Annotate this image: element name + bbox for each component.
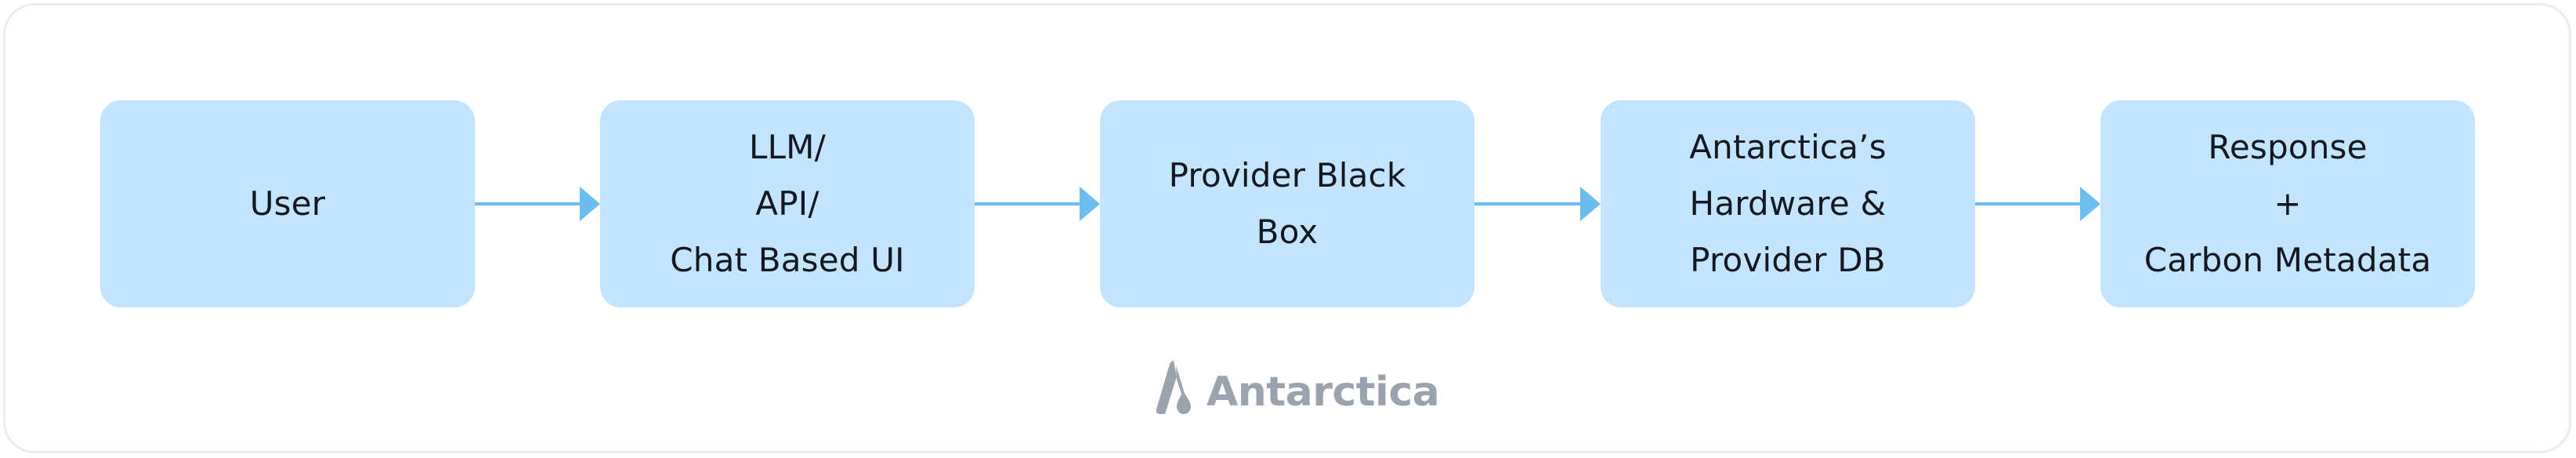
node-user: User <box>100 100 475 307</box>
node-response-label: Response + Carbon Metadata <box>2144 128 2432 279</box>
antarctica-logo-icon <box>1156 361 1191 414</box>
node-llm-api: LLM/ API/ Chat Based UI <box>600 100 975 307</box>
antarctica-logo: Antarctica <box>1155 356 1440 416</box>
node-provider-black-box: Provider Black Box <box>1100 100 1474 307</box>
node-provider-black-box-label: Provider Black Box <box>1168 156 1406 251</box>
logo-text: Antarctica <box>1207 369 1440 416</box>
node-llm-api-label: LLM/ API/ Chat Based UI <box>670 128 905 279</box>
node-antarctica-hardware-label: Antarctica’s Hardware & Provider DB <box>1689 128 1887 279</box>
node-antarctica-hardware: Antarctica’s Hardware & Provider DB <box>1601 100 1975 307</box>
node-response: Response + Carbon Metadata <box>2100 100 2475 307</box>
node-user-label: User <box>249 184 326 223</box>
